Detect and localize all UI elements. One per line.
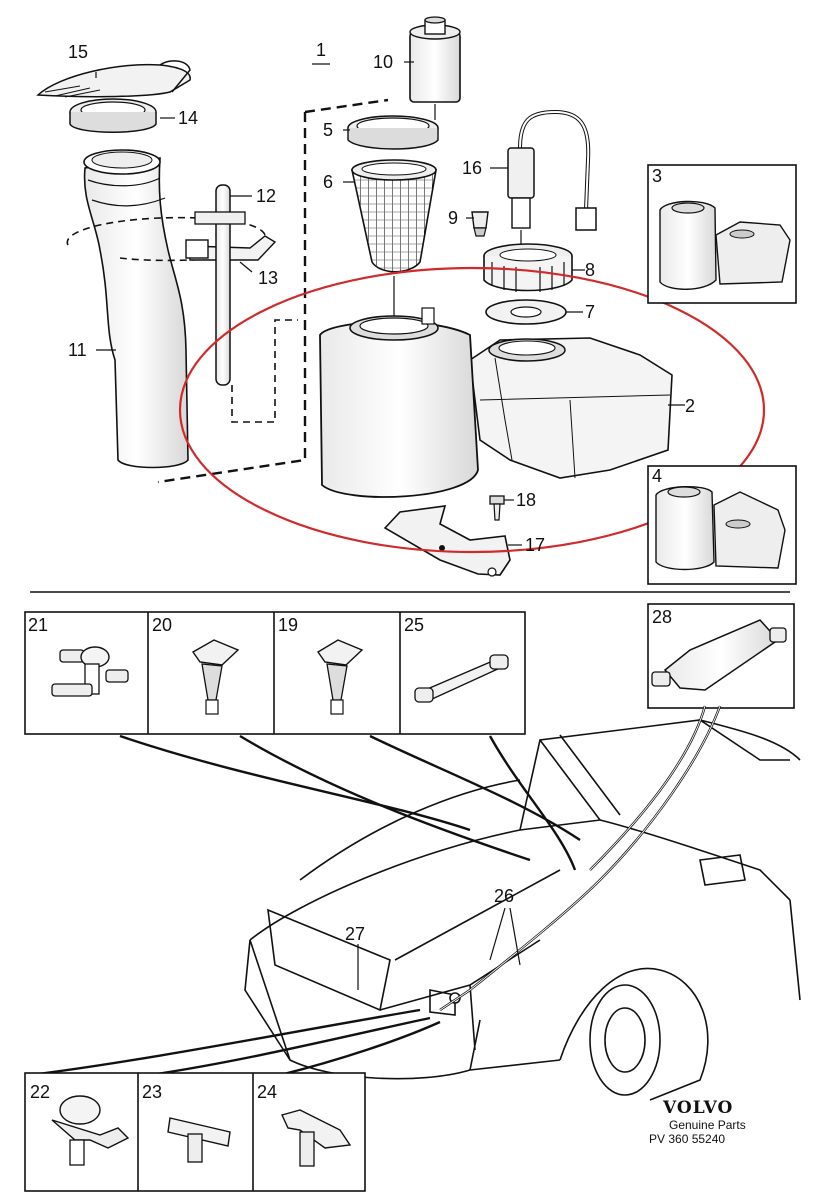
check-valve-part-21	[51, 646, 129, 697]
connector-part-25	[414, 654, 509, 703]
car-illustration	[244, 719, 801, 1101]
nozzle-part-20	[191, 639, 240, 715]
label-3: 3	[652, 166, 662, 186]
label-16: 16	[462, 158, 482, 178]
label-1: 1	[316, 40, 326, 60]
label-14: 14	[178, 108, 198, 128]
washer-part-7	[485, 299, 567, 325]
label-23: 23	[142, 1082, 162, 1102]
label-20: 20	[152, 615, 172, 635]
label-17: 17	[525, 535, 545, 555]
part-labels: 1 2 3 4 5 6 7 8 9 10 11 12 13 14 15 16 1…	[28, 40, 695, 1102]
label-18: 18	[516, 490, 536, 510]
bracket-part-17	[383, 505, 511, 577]
seal-ring-part-14	[69, 98, 157, 133]
leader-lines-lower	[357, 907, 521, 990]
screw-part-18	[489, 495, 505, 521]
label-24: 24	[257, 1082, 277, 1102]
label-21: 21	[28, 615, 48, 635]
nut-part-8	[483, 243, 573, 292]
nozzle-part-19	[316, 639, 364, 715]
label-5: 5	[323, 120, 333, 140]
t-connector-part-24	[281, 1109, 352, 1167]
label-28: 28	[652, 607, 672, 627]
inline-filter-part-28	[647, 603, 795, 709]
label-19: 19	[278, 615, 298, 635]
label-12: 12	[256, 186, 276, 206]
t-connector-part-23	[167, 1117, 231, 1163]
strap-part-13	[66, 216, 277, 262]
brand-subtitle: Genuine Parts	[669, 1118, 746, 1132]
label-6: 6	[323, 172, 333, 192]
nozzle-box-row	[24, 611, 526, 735]
variant-box-4	[647, 465, 797, 585]
label-27: 27	[345, 924, 365, 944]
level-sensor-part-16	[507, 109, 597, 231]
hose-routings	[29, 705, 722, 1077]
label-8: 8	[585, 260, 595, 280]
cap-part-15	[36, 60, 191, 98]
label-4: 4	[652, 466, 662, 486]
filler-hose-part-11	[83, 149, 189, 469]
pump-part-10	[409, 16, 461, 103]
label-10: 10	[373, 52, 393, 72]
label-22: 22	[30, 1082, 50, 1102]
brand-name: VOLVO	[663, 1098, 734, 1118]
leader-lines-upper	[95, 61, 685, 546]
label-2: 2	[685, 396, 695, 416]
reservoir-part-2	[319, 307, 673, 498]
label-26: 26	[494, 886, 514, 906]
check-valve-part-22	[51, 1095, 130, 1166]
ring-part-5	[347, 115, 439, 150]
plug-part-9	[471, 211, 489, 237]
variant-box-3	[647, 164, 797, 304]
label-7: 7	[585, 302, 595, 322]
assembly-outline	[157, 98, 389, 484]
vent-tube-part-12	[194, 184, 298, 423]
label-11: 11	[68, 340, 87, 360]
filter-part-6	[351, 159, 437, 273]
label-25: 25	[404, 615, 424, 635]
brand-part-code: PV 360 55240	[649, 1132, 726, 1146]
label-15: 15	[68, 42, 88, 62]
hose-routings-inner	[439, 705, 721, 1011]
brand-block: VOLVO Genuine Parts PV 360 55240	[649, 1098, 813, 1146]
label-9: 9	[448, 208, 458, 228]
highlight-circle	[178, 266, 766, 554]
label-13: 13	[258, 268, 278, 288]
